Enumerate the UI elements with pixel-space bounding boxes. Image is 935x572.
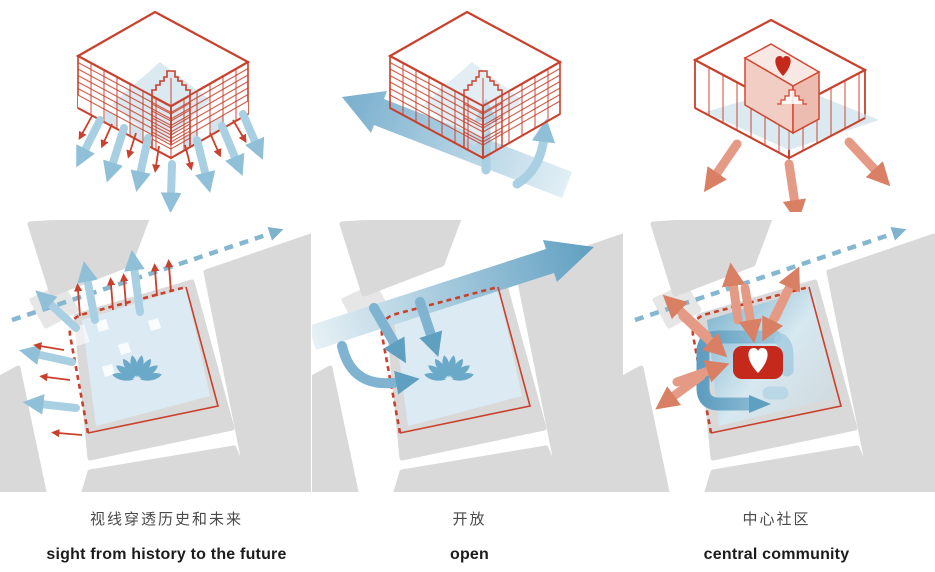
caption-text: open: [449, 546, 490, 563]
like-button: [733, 346, 783, 379]
caption-zh-open: 开放: [314, 508, 625, 529]
dashed-route-arrow: [634, 226, 907, 323]
loop-arrowhead: [749, 395, 771, 413]
site-boundary-dashed: [68, 285, 187, 434]
caption-en-open: open: [314, 546, 625, 564]
sight-arrows-red: [33, 259, 174, 438]
caption-text: 中心社区: [742, 511, 811, 528]
site-plan-sight: [0, 220, 311, 492]
caption-text: 视线穿透历史和未来: [89, 511, 243, 528]
site-shadow-plane: [112, 62, 210, 146]
entry-flow-arrows: [337, 297, 443, 395]
mullions-left: [708, 67, 780, 153]
caption-text: central community: [703, 546, 850, 563]
stepped-tower-wireframe: [463, 70, 503, 159]
site-plan-community: [623, 220, 935, 492]
site-boundary-solid: [87, 286, 219, 434]
stepped-notch: [777, 89, 807, 105]
caption-text: 开放: [452, 511, 487, 528]
axon-building-sight: [75, 10, 265, 212]
sight-arrows-blue: [19, 249, 145, 415]
caption-en-sight: sight from history to the future: [11, 546, 322, 564]
site-boundary-solid: [399, 286, 531, 434]
exchange-arrows: [655, 262, 800, 410]
axon-building-open: [342, 10, 572, 198]
inner-core-box: [743, 43, 821, 135]
share-arrows-out: [703, 137, 891, 212]
caption-text: sight from history to the future: [46, 546, 287, 563]
caption-zh-community: 中心社区: [621, 508, 932, 529]
site-boundary-solid: [710, 286, 842, 434]
axon-building-community: [692, 18, 891, 212]
stepped-tower: [151, 70, 191, 159]
site-shadow-plane: [424, 62, 522, 146]
site-parcel: [82, 288, 210, 426]
site-boundary-dashed: [380, 285, 499, 434]
branch-flow-arrow: [512, 118, 556, 189]
site-boundary-dashed: [691, 285, 810, 434]
site-plan-open: [312, 220, 623, 492]
dashed-route-arrow: [11, 226, 284, 323]
plaza-objects: [58, 318, 161, 377]
view-arrows-out: [76, 110, 265, 212]
caption-zh-sight: 视线穿透历史和未来: [11, 508, 322, 529]
caption-en-community: central community: [621, 546, 932, 564]
